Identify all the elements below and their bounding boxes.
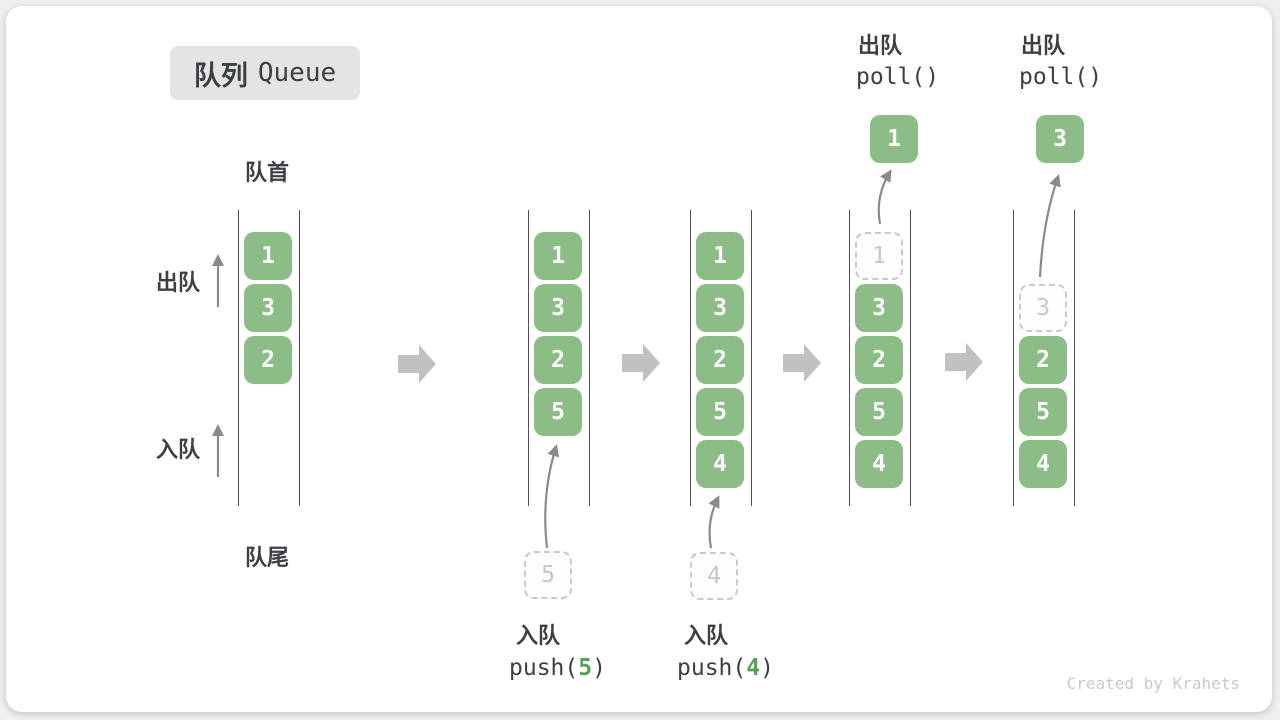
queue-slot: 4 [855, 440, 903, 488]
queue-slot-removed: 1 [855, 232, 903, 280]
caption-poll-call: poll() [1019, 64, 1103, 90]
queue-slot: 2 [855, 336, 903, 384]
queue-slot: 3 [534, 284, 582, 332]
queue-slot: 2 [534, 336, 582, 384]
code-arg: 4 [746, 655, 761, 681]
queue-slot: 5 [855, 388, 903, 436]
queue-slot: 2 [244, 336, 292, 384]
queue-column-1 [238, 210, 300, 506]
label-queue-rear: 队尾 [245, 545, 290, 570]
queue-slot: 4 [1019, 440, 1067, 488]
incoming-item: 4 [690, 552, 738, 600]
title-en: Queue [257, 58, 337, 88]
dequeued-item: 3 [1036, 115, 1084, 163]
code-close: ) [760, 655, 774, 681]
queue-column-5 [1013, 210, 1075, 506]
queue-slot: 1 [534, 232, 582, 280]
queue-slot: 5 [1019, 388, 1067, 436]
queue-slot: 2 [696, 336, 744, 384]
label-enqueue-left: 入队 [156, 437, 201, 462]
code-fn: push( [509, 655, 579, 681]
caption-poll-call: poll() [856, 64, 940, 90]
title-badge: 队列 Queue [170, 46, 360, 100]
queue-slot: 5 [534, 388, 582, 436]
queue-slot: 1 [696, 232, 744, 280]
code-fn: push( [677, 655, 747, 681]
diagram-canvas [6, 6, 1272, 712]
caption-dequeue: 出队 [858, 33, 903, 58]
code-arg: 5 [578, 655, 593, 681]
queue-slot: 3 [696, 284, 744, 332]
queue-slot: 5 [696, 388, 744, 436]
title-zh: 队列 [193, 60, 248, 91]
queue-column-3 [690, 210, 752, 506]
queue-slot: 2 [1019, 336, 1067, 384]
label-dequeue-left: 出队 [156, 270, 201, 295]
queue-slot: 4 [696, 440, 744, 488]
incoming-item: 5 [524, 551, 572, 599]
caption-dequeue: 出队 [1021, 33, 1066, 58]
queue-slot: 3 [244, 284, 292, 332]
queue-column-2 [528, 210, 590, 506]
label-queue-front: 队首 [245, 160, 290, 185]
code-close: ) [592, 655, 606, 681]
caption-push-call: push(4) [677, 655, 774, 681]
queue-slot-removed: 3 [1019, 284, 1067, 332]
queue-slot: 3 [855, 284, 903, 332]
queue-column-4 [849, 210, 911, 506]
caption-enqueue: 入队 [516, 623, 561, 648]
caption-enqueue: 入队 [684, 623, 729, 648]
watermark: Created by Krahets [1066, 674, 1240, 693]
queue-slot: 1 [244, 232, 292, 280]
dequeued-item: 1 [870, 115, 918, 163]
caption-push-call: push(5) [509, 655, 606, 681]
